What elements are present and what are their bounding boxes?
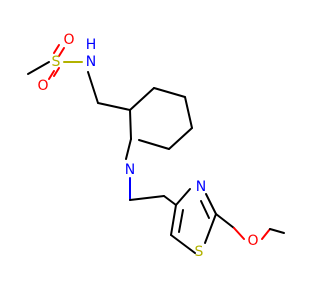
bond-s-o-bottom-a [48,70,55,80]
molecule-structure: S O O N H N N S O [27,32,285,260]
atom-thiazole-s: S [195,244,204,260]
atom-sulfonyl-o-bottom: O [37,78,48,94]
bond-ring-c3-c4 [129,87,155,111]
bond-ring-c6-c7 [168,127,193,150]
atom-thiazole-n: N [196,179,206,195]
bond-s-o-top-a [53,44,60,54]
atom-amide-n: N [86,54,96,70]
atom-sulfonyl-o-top: O [63,32,74,48]
bond-methyl-s [27,61,50,75]
bond-ch2-thiazole [129,195,165,201]
bond-ring-c5-c6 [184,96,193,129]
atom-sulfonyl-s: S [52,54,61,70]
bond-ring-c2-c3 [129,109,132,140]
bond-ring-c4-c5 [153,87,186,98]
atom-amide-h: H [86,37,97,53]
bond-ch2-c3 [97,102,131,111]
atom-piperidine-n: N [125,162,135,178]
bond-ring-n-c2 [125,138,132,160]
bond-o-ch3 [261,228,271,240]
bond-ch2-thiazole-2 [163,195,177,206]
bond-s-o-bottom-b [53,67,60,77]
bond-thz-s-c2 [204,213,217,244]
bond-thz-n-c4 [175,188,191,206]
atom-ether-o: O [247,233,258,249]
bond-thz-c4-c5-a [170,204,177,236]
bond-o-ch3-b [269,228,285,234]
bond-thz-c5-s [170,234,196,254]
bond-n-ch2 [87,71,99,104]
bond-thz-c2-n-a [205,193,217,215]
bond-thz-c2-n-b [200,200,210,219]
bond-thz-c4-c5-b [178,209,184,233]
bond-c2-ch2 [215,213,235,229]
bond-ch2-o [233,227,245,240]
bond-s-o-top-b [58,47,65,57]
bond-ring-c7-n [138,139,170,150]
